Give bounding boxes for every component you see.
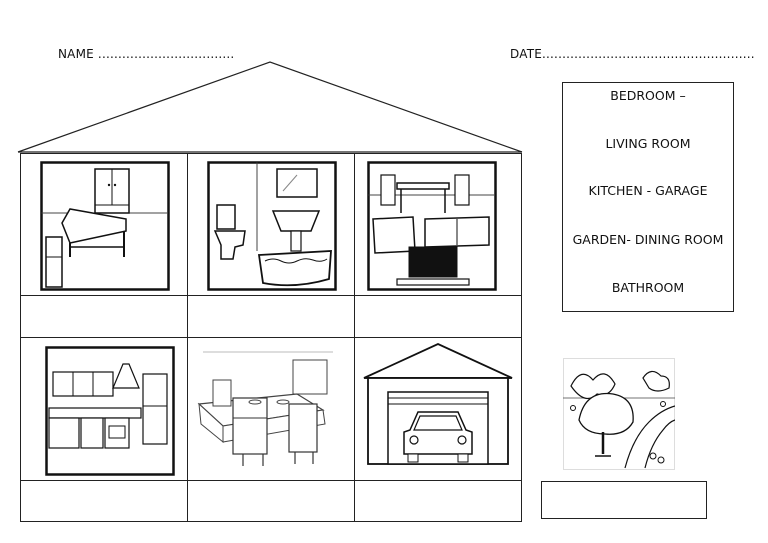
answer-cell-2[interactable] xyxy=(187,295,355,338)
word-bank: BEDROOM – LIVING ROOM KITCHEN - GARAGE G… xyxy=(562,82,734,312)
answer-cell-3[interactable] xyxy=(354,295,522,338)
word-living-room: LIVING ROOM xyxy=(605,136,691,151)
answer-cell-5[interactable] xyxy=(187,480,355,522)
living-room-picture xyxy=(367,161,497,291)
bedroom-picture xyxy=(40,161,170,291)
word-bathroom: BATHROOM xyxy=(611,280,685,295)
word-bedroom: BEDROOM – xyxy=(610,88,686,103)
dining-room-picture xyxy=(197,351,333,466)
name-field[interactable]: NAME .................................. xyxy=(58,47,235,61)
garden-picture xyxy=(563,358,675,470)
date-field[interactable]: DATE....................................… xyxy=(510,47,755,61)
kitchen-picture xyxy=(45,346,175,476)
answer-cell-6[interactable] xyxy=(354,480,522,522)
garage-picture xyxy=(363,343,513,465)
word-garden-dining-room: GARDEN- DINING ROOM xyxy=(572,232,724,247)
bathroom-picture xyxy=(207,161,337,291)
word-kitchen-garage: KITCHEN - GARAGE xyxy=(588,183,708,198)
garden-answer-box[interactable] xyxy=(541,481,707,519)
answer-cell-1[interactable] xyxy=(20,295,188,338)
answer-cell-4[interactable] xyxy=(20,480,188,522)
